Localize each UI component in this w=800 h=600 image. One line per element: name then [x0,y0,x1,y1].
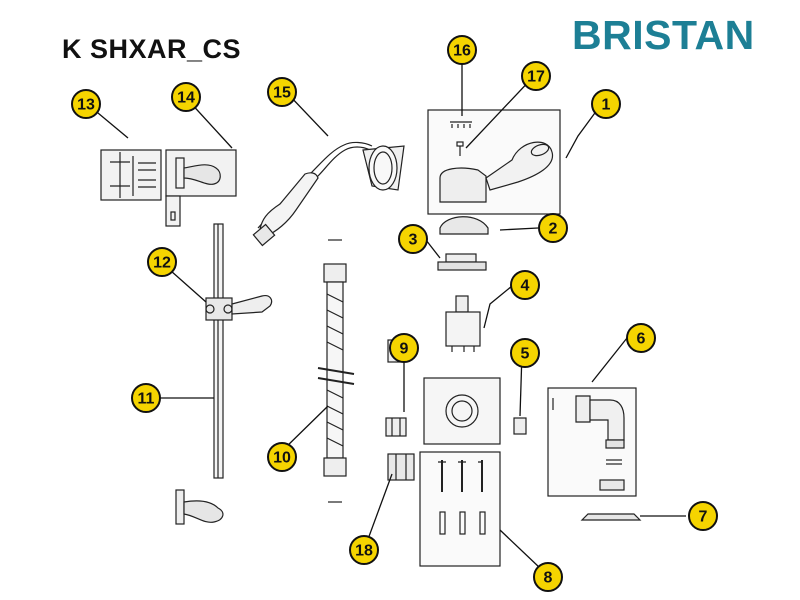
callout-label-8: 8 [544,570,553,587]
callout-label-14: 14 [177,90,195,107]
part-handset [252,141,405,247]
callout-label-3: 3 [409,232,418,249]
callout-label-15: 15 [273,85,291,102]
brand-logo: BRISTAN [572,12,755,58]
part-fixing-kit [419,451,501,567]
part-screw-17 [456,141,464,156]
callout-circle-14 [171,82,201,112]
callout-circle-18 [349,535,379,565]
callout-circle-1 [591,89,621,119]
part-shroud [439,216,489,235]
callout-label-18: 18 [355,543,373,560]
callout-circle-13 [71,89,101,119]
callout-label-12: 12 [153,255,171,272]
part-flange [437,253,487,271]
part-cartridge [445,295,481,352]
callout-circle-15 [267,77,297,107]
callout-circle-16 [447,35,477,65]
part-bracket-with-handle [165,149,237,227]
part-valve-body [423,377,501,445]
callout-label-10: 10 [273,450,291,467]
callout-label-13: 13 [77,97,95,114]
part-washer-5 [513,417,527,435]
callout-label-2: 2 [549,221,558,238]
diagram-title: K SHXAR_CS [62,34,242,64]
callout-circle-3 [398,224,428,254]
callout-label-1: 1 [602,97,611,114]
callout-label-17: 17 [527,69,545,86]
part-elbow-kit [547,387,637,497]
callout-label-11: 11 [138,391,155,408]
callout-circle-12 [147,247,177,277]
callout-label-4: 4 [521,278,530,295]
part-slide-rail [213,223,224,479]
callout-circle-7 [688,501,718,531]
callout-circle-9 [389,333,419,363]
callout-circle-10 [267,442,297,472]
callout-circle-6 [626,323,656,353]
callout-label-9: 9 [400,341,409,358]
callout-circle-11 [131,383,161,413]
part-hose [317,239,355,503]
part-cap-16 [450,121,472,128]
callout-circle-17 [521,61,551,91]
callout-circle-8 [533,562,563,592]
callout-circle-2 [538,213,568,243]
callout-label-5: 5 [521,346,530,363]
part-wall-bracket-plate [100,149,162,201]
part-slider-clamp [205,295,273,321]
callout-label-7: 7 [699,509,708,526]
part-lower-bracket [175,489,224,525]
part-nut-18 [387,453,415,481]
callout-label-6: 6 [637,331,646,348]
callout-circle-5 [510,338,540,368]
part-cover-plate [580,513,642,521]
part-lever-handle [427,109,561,215]
callout-circle-4 [510,270,540,300]
callout-label-16: 16 [453,43,471,60]
